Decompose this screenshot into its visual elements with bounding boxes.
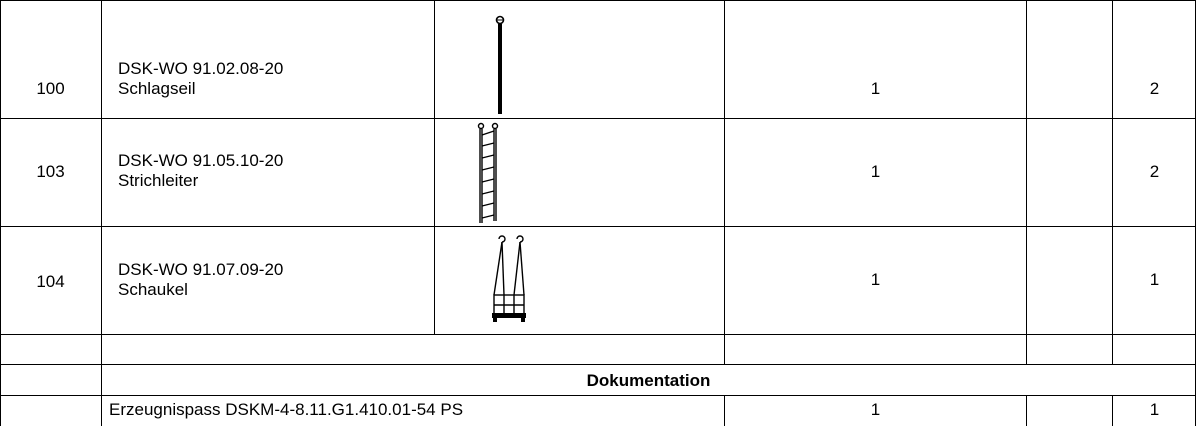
rope-icon xyxy=(495,15,505,114)
row-quantity: 1 xyxy=(870,162,881,181)
doc-total: 1 xyxy=(1149,400,1160,419)
doc-name: Erzeugnispass DSKM-4-8.11.G1.410.01-54 P… xyxy=(109,400,464,419)
swing-icon xyxy=(492,235,526,322)
doc-quantity: 1 xyxy=(870,400,881,419)
row-quantity: 1 xyxy=(870,270,881,289)
row-name: Strichleiter xyxy=(118,171,199,190)
row-position: 104 xyxy=(36,272,65,291)
row-position: 103 xyxy=(36,162,65,181)
section-title: Dokumentation xyxy=(586,371,711,390)
rope-ladder-icon xyxy=(477,122,499,223)
row-name: Schaukel xyxy=(118,280,188,299)
row-code: DSK-WO 91.05.10-20 xyxy=(118,151,284,170)
row-total: 1 xyxy=(1149,270,1160,289)
row-code: DSK-WO 91.02.08-20 xyxy=(118,59,284,78)
row-quantity: 1 xyxy=(870,79,881,98)
row-position: 100 xyxy=(36,79,65,98)
row-total: 2 xyxy=(1149,162,1160,181)
row-total: 2 xyxy=(1149,79,1160,98)
row-code: DSK-WO 91.07.09-20 xyxy=(118,260,284,279)
row-name: Schlagseil xyxy=(118,79,196,98)
